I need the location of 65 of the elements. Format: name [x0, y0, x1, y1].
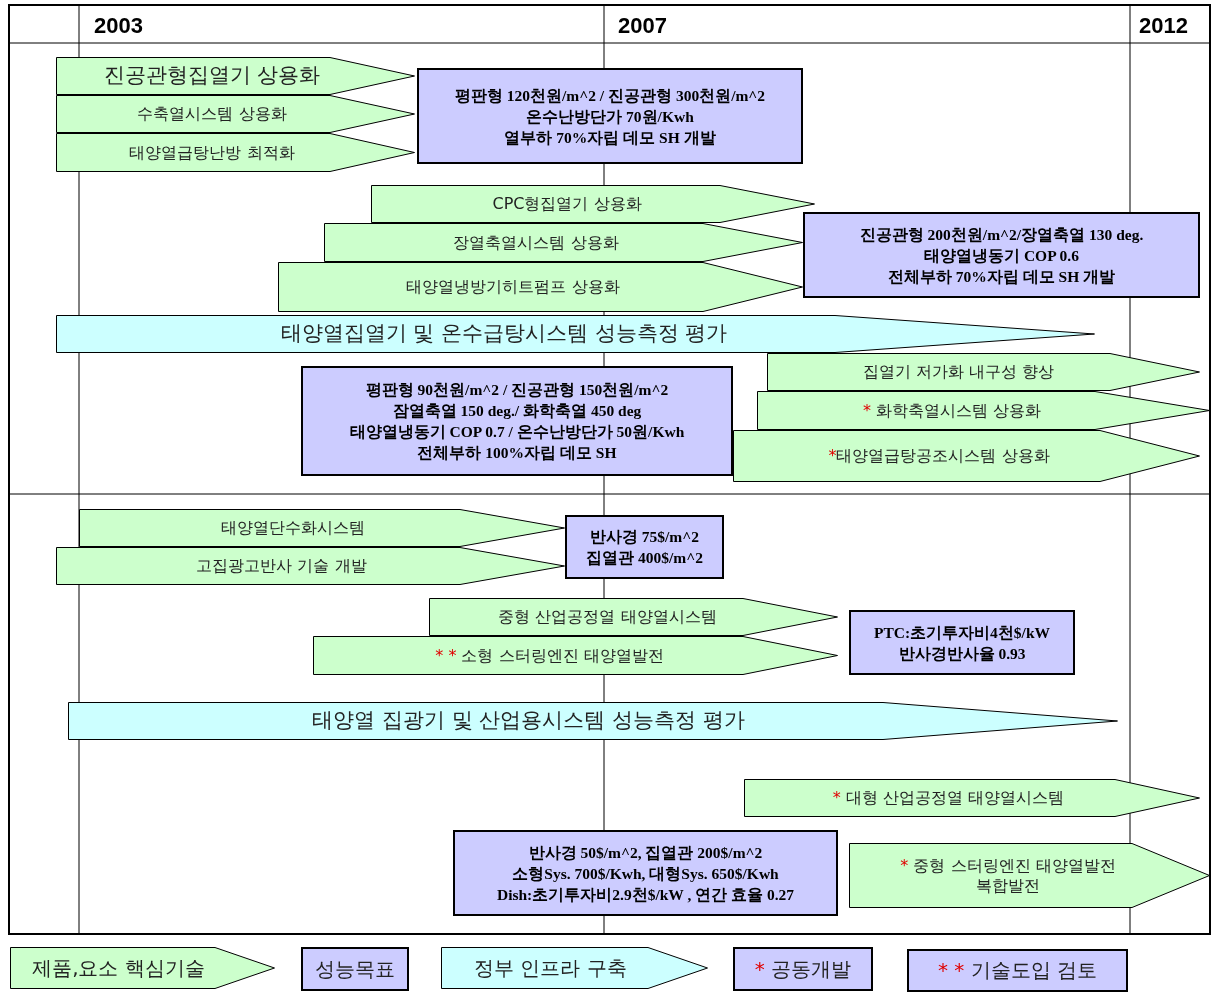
target-box [453, 830, 838, 916]
node-text: 태양열집열기 및 온수급탕시스템 성능측정 평가 [280, 321, 728, 347]
node-text: 소형Sys. 700$/Kwh, 대형Sys. 650$/Kwh [512, 863, 779, 884]
node-text: 집열기 저가화 내구성 향상 [862, 362, 1055, 382]
legend-text: 제품,요소 핵심기술 [32, 954, 205, 982]
target-box [803, 212, 1200, 298]
legend-text: 정부 인프라 구축 [474, 954, 627, 982]
node-text: 평판형 120천원/m^2 / 진공관형 300천원/m^2 [454, 85, 766, 106]
node-text: 태양열 집광기 및 산업용시스템 성능측정 평가 [312, 708, 745, 734]
arrow-shape [371, 185, 815, 223]
node-text: 집열관 400$/m^2 [586, 548, 703, 568]
node-text: 수축열시스템 상용화 [137, 104, 287, 124]
node-text: CPC형집열기 상용화 [492, 194, 642, 214]
node-text: *태양열급탕공조시스템 상용화 [828, 446, 1050, 466]
node-text: 진공관형 200천원/m^2/장열축열 130 deg. [859, 224, 1144, 245]
legend-text: * 공동개발 [754, 955, 852, 983]
node-text: 전체부하 70%자립 데모 SH 개발 [887, 266, 1116, 287]
arrow-shape [56, 315, 1095, 353]
node-text: * 대형 산업공정열 태양열시스템 [832, 788, 1065, 808]
node-text: 평판형 90천원/m^2 / 진공관형 150천원/m^2 [365, 380, 669, 400]
node-text: PTC:초기투자비4천$/kW [873, 622, 1051, 643]
node-text: 반사경 50$/m^2, 집열관 200$/m^2 [528, 842, 763, 863]
node-text: 반사경 75$/m^2 [589, 527, 700, 547]
node-text: 장열축열시스템 상용화 [453, 232, 619, 253]
target-box [849, 610, 1075, 675]
arrow-shape [68, 702, 1118, 740]
legend-text: * * 기술도입 검토 [937, 957, 1098, 984]
target-box [417, 68, 803, 164]
node-text: 태양열냉방기히트펌프 상용화 [406, 277, 620, 297]
arrow-shape [278, 262, 803, 312]
year-label: 2007 [618, 13, 667, 39]
node-text: 전체부하 100%자립 데모 SH [417, 443, 617, 463]
arrow-shape [56, 95, 415, 133]
arrow-shape [56, 133, 415, 172]
target-box [565, 515, 724, 579]
arrow-shape [757, 391, 1210, 430]
arrow-shape [56, 57, 415, 95]
arrow-shape [733, 430, 1200, 482]
node-text: 태양열단수화시스템 [221, 518, 365, 538]
arrow-shape [767, 353, 1200, 391]
node-text: 진공관형집열기 상용화 [103, 63, 321, 89]
node-text: * 중형 스터링엔진 태양열발전 복합발전 [899, 856, 1117, 895]
target-box [301, 366, 733, 476]
legend-text: 성능목표 [315, 955, 395, 983]
node-text: 태양열냉동기 COP 0.7 / 온수난방단가 50원/Kwh [349, 422, 685, 442]
arrow-shape [429, 598, 838, 636]
arrow-shape [56, 547, 565, 585]
node-text: 열부하 70%자립 데모 SH 개발 [504, 127, 716, 148]
year-label: 2012 [1139, 13, 1188, 39]
node-text: 반사경반사율 0.93 [898, 643, 1026, 664]
node-text: Dish:초기투자비2.9천$/kW , 연간 효율 0.27 [496, 884, 795, 905]
year-label: 2003 [94, 13, 143, 39]
arrow-shape [849, 843, 1210, 908]
node-text: * 화학축열시스템 상용화 [862, 400, 1042, 421]
node-text: 잠열축열 150 deg./ 화학축열 450 deg [392, 401, 642, 421]
node-text: 온수난방단가 70원/Kwh [526, 106, 694, 127]
node-text: 중형 산업공정열 태양열시스템 [498, 607, 717, 627]
node-text: * * 소형 스터링엔진 태양열발전 [435, 645, 664, 666]
arrow-shape [313, 636, 838, 675]
arrow-shape [324, 223, 803, 262]
arrow-shape [79, 509, 565, 547]
node-text: 고집광고반사 기술 개발 [196, 556, 367, 576]
arrow-shape [744, 779, 1200, 817]
node-text: 태양열급탕난방 최적화 [129, 142, 295, 163]
node-text: 태양열냉동기 COP 0.6 [924, 245, 1079, 266]
